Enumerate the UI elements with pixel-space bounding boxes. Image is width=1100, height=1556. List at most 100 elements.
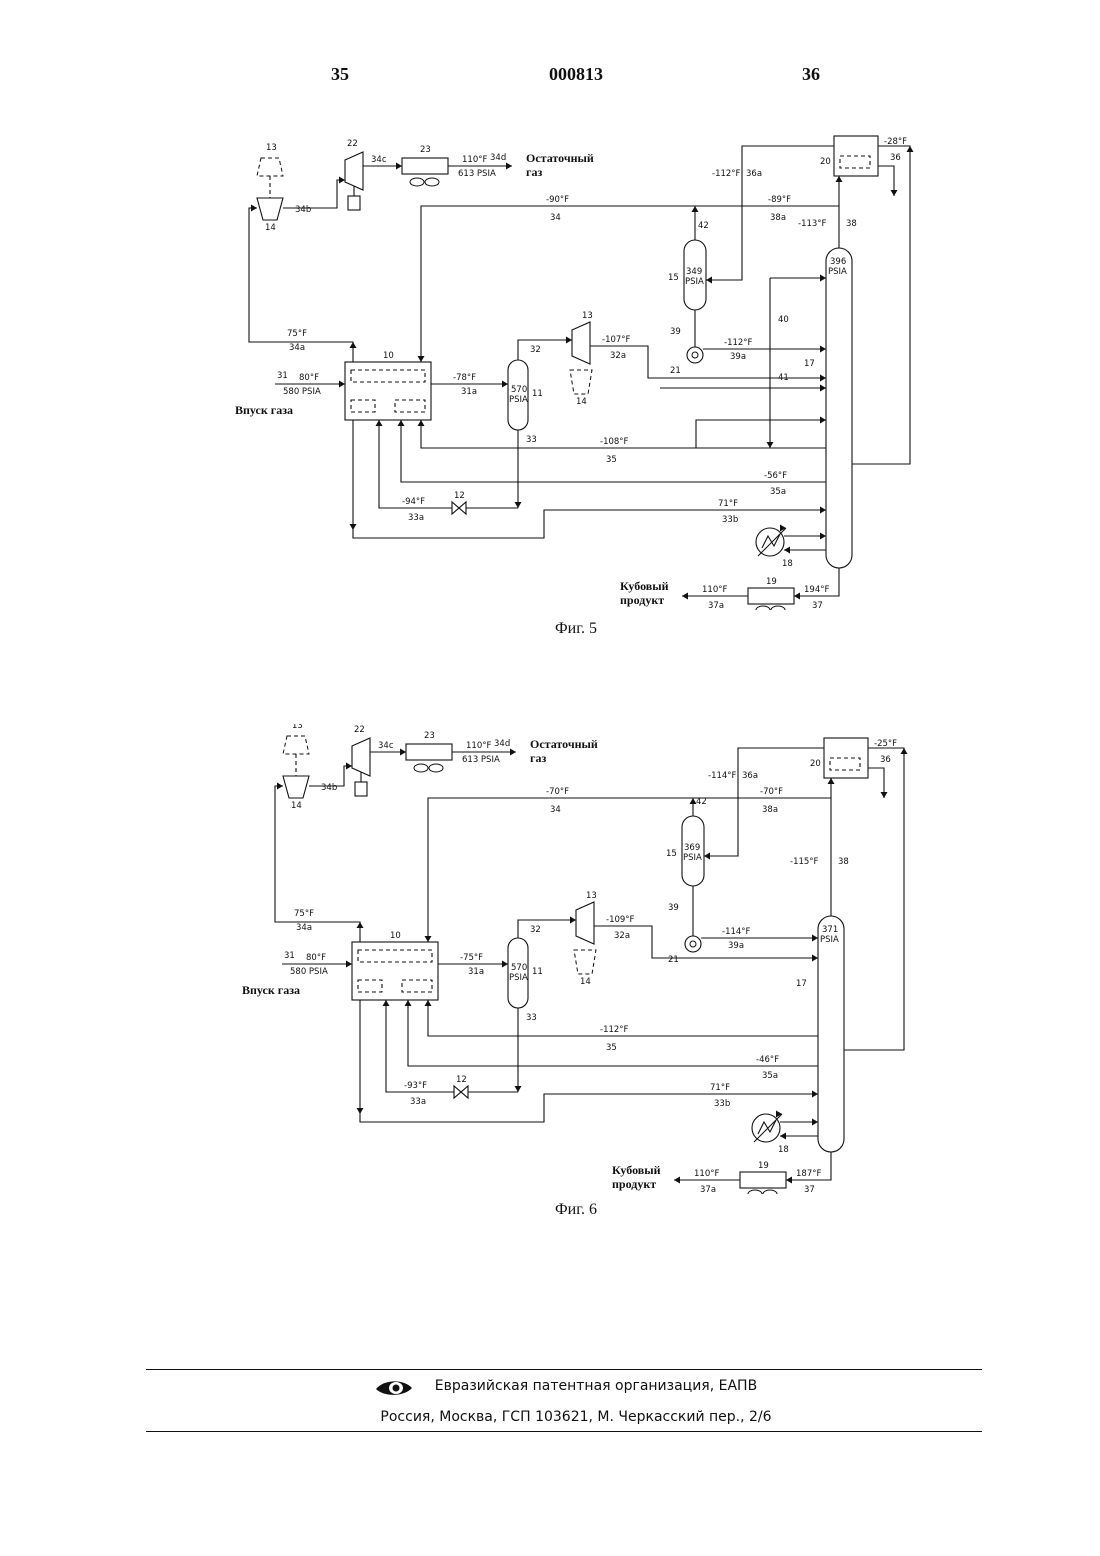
condenser-pass: [840, 156, 870, 168]
turbo-expander-13-icon: [576, 902, 594, 944]
flow-arrow-icon: [820, 346, 826, 353]
flow-arrow-icon: [396, 163, 402, 170]
label-p_reflux: 369: [684, 843, 700, 853]
label-t_36a: -114°F: [708, 771, 737, 781]
label-t_37a: 110°F: [694, 1169, 719, 1179]
flow-arrow-icon: [767, 442, 774, 448]
fan-icon: [414, 764, 428, 772]
label-n10: 10: [383, 351, 394, 361]
pipe-line: [696, 420, 826, 448]
label-u_sep: PSIA: [509, 973, 528, 983]
pipe-line: [704, 748, 824, 856]
label-t_35: -108°F: [600, 437, 629, 447]
label-n34b: 34b: [295, 205, 311, 215]
reflux-pump-21-icon: [687, 347, 703, 363]
label-n31: 31: [277, 371, 288, 381]
label-n14b: 14: [576, 397, 587, 407]
label-n35: 35: [606, 455, 617, 465]
compressor-14-dashed-icon: [570, 370, 592, 394]
expander-compressor-14-icon: [257, 198, 283, 220]
flow-arrow-icon: [502, 961, 508, 968]
label-p_613: 613 PSIA: [458, 169, 496, 179]
pipe-line: [758, 528, 786, 556]
label-n13b: 13: [582, 311, 593, 321]
label-n20: 20: [820, 157, 831, 167]
aftercooler-23: [402, 158, 448, 174]
turbo-expander-13-icon: [572, 322, 590, 364]
pipe-line: [844, 748, 904, 1050]
label-n15: 15: [668, 273, 679, 283]
pipe-line: [518, 920, 576, 938]
compressor-14-dashed-icon: [574, 950, 596, 974]
label-t_33a: -94°F: [402, 497, 425, 507]
label-n36: 36: [880, 755, 891, 765]
label-n33a: 33a: [410, 1097, 426, 1107]
bottoms-product-label: продукт: [612, 1177, 656, 1191]
label-u_col: PSIA: [820, 935, 839, 945]
exchanger-pass: [402, 980, 432, 992]
flow-arrow-icon: [828, 778, 835, 784]
label-n37a: 37a: [700, 1185, 716, 1194]
flow-arrow-icon: [820, 275, 826, 282]
label-n32: 32: [530, 925, 541, 935]
figure-5-caption: Фиг. 5: [0, 620, 1100, 638]
label-t_110_top: 110°F: [462, 155, 487, 165]
label-t_35a: -56°F: [764, 471, 787, 481]
label-n34d: 34d: [494, 739, 510, 749]
label-t_36a: -112°F: [712, 169, 741, 179]
compressor-22-icon: [352, 738, 370, 776]
label-n32: 32: [530, 345, 541, 355]
label-n37a: 37a: [708, 601, 724, 610]
label-n35: 35: [606, 1043, 617, 1053]
pipe-line: [283, 180, 345, 208]
label-t_34a: 75°F: [294, 909, 314, 919]
label-n22: 22: [354, 725, 365, 735]
label-n34: 34: [550, 213, 561, 223]
fan-icon: [763, 1190, 777, 1194]
flow-arrow-icon: [400, 749, 406, 756]
label-t_31a: -75°F: [460, 953, 483, 963]
flow-arrow-icon: [907, 146, 914, 152]
flow-arrow-icon: [881, 792, 888, 798]
aftercooler-23: [406, 744, 452, 760]
label-u_sep: PSIA: [509, 395, 528, 405]
label-t_34: -90°F: [546, 195, 569, 205]
label-n13b: 13: [586, 891, 597, 901]
label-t_39a: -112°F: [724, 338, 753, 348]
label-n38: 38: [846, 219, 857, 229]
label-n31a: 31a: [461, 387, 477, 397]
pipe-line: [754, 1114, 782, 1142]
fan-icon: [756, 606, 770, 610]
label-t_37: 194°F: [804, 585, 829, 595]
flow-arrow-icon: [820, 385, 826, 392]
label-n13: 13: [292, 724, 303, 731]
flow-arrow-icon: [357, 1108, 364, 1114]
label-p_reflux: 349: [686, 267, 702, 277]
label-t_33a: -93°F: [404, 1081, 427, 1091]
label-n13: 13: [266, 143, 277, 153]
label-t_33b: 71°F: [710, 1083, 730, 1093]
gas-inlet-label: Впуск газа: [242, 983, 300, 997]
label-n14: 14: [291, 801, 302, 811]
label-n22: 22: [347, 139, 358, 149]
compressor-motor-icon: [348, 196, 360, 210]
label-n21: 21: [668, 955, 679, 965]
flow-arrow-icon: [425, 936, 432, 942]
label-n39: 39: [668, 903, 679, 913]
fan-icon: [410, 178, 424, 186]
pipe-line: [386, 1000, 454, 1092]
exchanger-pass: [351, 400, 375, 412]
label-t_35a: -46°F: [756, 1055, 779, 1065]
exchanger-pass: [351, 370, 425, 382]
fan-icon: [771, 606, 785, 610]
label-n35a: 35a: [770, 487, 786, 497]
label-n36: 36: [890, 153, 901, 163]
label-n42: 42: [698, 221, 709, 231]
heat-exchanger-10: [345, 362, 431, 420]
label-u_reflux: PSIA: [683, 853, 702, 863]
pipe-line: [518, 340, 572, 360]
expander-13-dashed-icon: [283, 736, 309, 754]
distillation-column-17: [818, 916, 844, 1152]
flow-arrow-icon: [346, 763, 352, 770]
label-n15: 15: [666, 849, 677, 859]
